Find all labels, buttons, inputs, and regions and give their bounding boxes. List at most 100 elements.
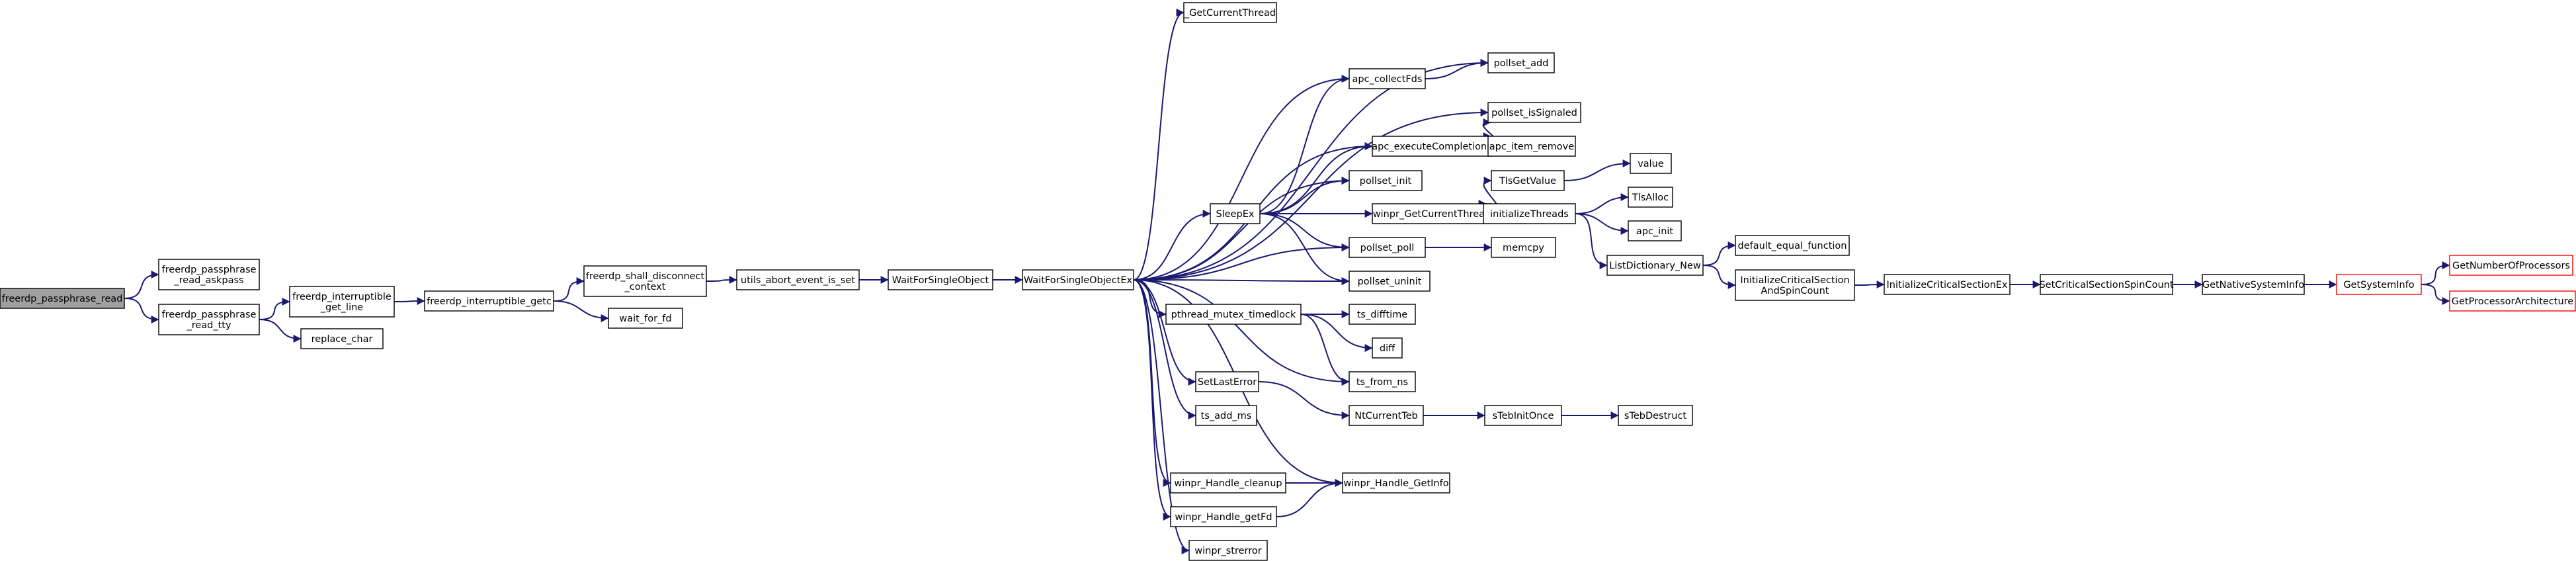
node-value[interactable]: value — [1630, 153, 1672, 174]
edge-wsoex-to-getcur — [1133, 9, 1184, 280]
node-box — [1188, 540, 1268, 561]
node-box — [1349, 405, 1424, 426]
node-box — [1195, 405, 1257, 426]
edge-group — [1133, 75, 1350, 280]
node-box — [1735, 235, 1850, 256]
edge-mutex-to-diff — [1300, 314, 1373, 352]
edge-wsoex-to-fromns — [1133, 279, 1350, 386]
edge-tty-to-replace — [259, 319, 302, 343]
node-replace-char[interactable]: replace_char — [300, 328, 384, 349]
node-box — [1022, 269, 1134, 290]
node-diff[interactable]: diff — [1372, 337, 1403, 359]
node-label: value — [1638, 159, 1664, 169]
edge-group — [1259, 213, 1350, 285]
node-winpr-handle-getfd[interactable]: winpr_Handle_getFd — [1170, 506, 1277, 527]
node-stebdestruct[interactable]: sTebDestruct — [1618, 405, 1693, 426]
node-setcriticalsectionspincount[interactable]: SetCriticalSectionSpinCount — [2039, 274, 2174, 295]
node-freerdp-shall-disconnect-context[interactable]: freerdp_shall_disconnect_context — [583, 265, 707, 297]
node-box — [1372, 203, 1492, 224]
edge-group — [2421, 284, 2450, 305]
node-freerdp-passphrase-read[interactable]: freerdp_passphrase_read — [0, 288, 125, 309]
node-label: SetLastError — [1198, 377, 1257, 388]
edge-tlsget-to-value — [1563, 159, 1631, 181]
node-sleepex[interactable]: SleepEx — [1210, 203, 1261, 224]
node-label: freerdp_passphrase_read — [2, 294, 123, 304]
node-apc-item-remove[interactable]: apc_item_remove — [1487, 136, 1576, 157]
edge-wsoex-to-pset-sig — [1133, 108, 1489, 280]
node-winpr-strerror[interactable]: winpr_strerror — [1188, 540, 1268, 561]
node-box — [1349, 371, 1416, 392]
node-stebinitonce[interactable]: sTebInitOnce — [1484, 405, 1562, 426]
node-waitforsingleobject[interactable]: WaitForSingleObject — [888, 269, 993, 290]
node-listdictionary-new[interactable]: ListDictionary_New — [1606, 255, 1704, 276]
node-apc-collectfds[interactable]: apc_collectFds — [1349, 68, 1426, 89]
node-initializethreads[interactable]: initializeThreads — [1483, 203, 1576, 224]
node-box — [1483, 203, 1576, 224]
node-initializecriticalsectionex[interactable]: InitializeCriticalSectionEx — [1884, 274, 2011, 295]
node-label: freerdp_shall_disconnect — [586, 271, 705, 282]
node-pollset-issignaled[interactable]: pollset_isSignaled — [1487, 102, 1581, 123]
edge-group — [1258, 381, 1350, 419]
edge-shall-to-abort — [706, 276, 737, 284]
node-box — [2202, 274, 2305, 295]
node-getnativesysteminfo[interactable]: GetNativeSystemInfo — [2202, 274, 2305, 295]
node-memcpy[interactable]: memcpy — [1491, 237, 1556, 258]
edge-getfd-to-getinfo — [1276, 479, 1343, 517]
node-freerdp-interruptible-getc[interactable]: freerdp_interruptible_getc — [424, 290, 554, 312]
edge-read-to-askpass — [124, 271, 159, 299]
node-pollset-uninit[interactable]: pollset_uninit — [1349, 271, 1431, 292]
node-default-equal-function[interactable]: default_equal_function — [1735, 235, 1850, 256]
node-setlasterror[interactable]: SetLastError — [1195, 371, 1259, 392]
node-pollset-add[interactable]: pollset_add — [1487, 52, 1555, 73]
node-apc-executecompletions[interactable]: apc_executeCompletions — [1372, 136, 1492, 157]
edge-group — [1133, 279, 1196, 419]
edge-getline-to-getc — [394, 297, 425, 306]
node-pthread-mutex-timedlock[interactable]: pthread_mutex_timedlock — [1165, 304, 1302, 325]
edge-group — [1300, 314, 1350, 386]
node-box — [300, 328, 384, 349]
node-wait-for-fd[interactable]: wait_for_fd — [608, 308, 683, 329]
node-box — [736, 269, 860, 290]
edge-group — [124, 298, 159, 324]
node-box — [608, 308, 683, 329]
node-pollset-init[interactable]: pollset_init — [1349, 170, 1423, 191]
node-getsysteminfo[interactable]: GetSystemInfo — [2336, 274, 2422, 295]
node-label: _GetCurrentThread — [1184, 8, 1276, 19]
edge-initthreads-to-listdict — [1575, 213, 1608, 269]
node-tlsgetvalue[interactable]: TlsGetValue — [1491, 170, 1565, 191]
node-tlsalloc[interactable]: TlsAlloc — [1628, 187, 1673, 208]
node-ntcurrentteb[interactable]: NtCurrentTeb — [1349, 405, 1424, 426]
node-ts-from-ns[interactable]: ts_from_ns — [1349, 371, 1416, 392]
edge-wsoex-to-strerror — [1133, 279, 1190, 554]
node-label: TlsAlloc — [1632, 193, 1669, 203]
edge-group — [1133, 279, 1171, 521]
edge-wsoex-to-collect — [1133, 75, 1350, 280]
node-label: wait_for_fd — [619, 314, 671, 324]
node-getnumberofprocessors[interactable]: GetNumberOfProcessors — [2449, 255, 2573, 276]
edge-group — [553, 300, 609, 322]
node-freerdp-passphrase-read-tty[interactable]: freerdp_passphrase_read_tty — [158, 304, 260, 335]
node-ts-add-ms[interactable]: ts_add_ms — [1195, 405, 1257, 426]
node-box — [1618, 405, 1693, 426]
node-label: InitializeCriticalSectionEx — [1886, 280, 2007, 290]
node-utils-abort-event-is-set[interactable]: utils_abort_event_is_set — [736, 269, 860, 290]
node-box — [1170, 506, 1277, 527]
node-getcurrentthread[interactable]: _GetCurrentThread — [1183, 2, 1277, 23]
node-winpr-handle-getinfo[interactable]: winpr_Handle_GetInfo — [1342, 472, 1450, 494]
edge-group — [1575, 213, 1608, 269]
node-apc-init[interactable]: apc_init — [1628, 220, 1682, 241]
edge-group — [1425, 59, 1489, 79]
node-freerdp-passphrase-read-askpass[interactable]: freerdp_passphrase_read_askpass — [158, 259, 260, 290]
node-label: _read_askpass — [173, 275, 243, 286]
node-freerdp-interruptible-get-line[interactable]: freerdp_interruptible_get_line — [289, 286, 395, 318]
node-getprocessorarchitecture[interactable]: GetProcessorArchitecture — [2449, 290, 2576, 312]
node-ts-difftime[interactable]: ts_difftime — [1349, 304, 1416, 325]
node-winpr-getcurrentthread[interactable]: winpr_GetCurrentThread — [1372, 203, 1492, 224]
node-waitforsingleobjectex[interactable]: WaitForSingleObjectEx — [1022, 269, 1134, 290]
node-box — [1342, 472, 1450, 494]
node-winpr-handle-cleanup[interactable]: winpr_Handle_cleanup — [1170, 472, 1286, 494]
node-pollset-poll[interactable]: pollset_poll — [1349, 237, 1426, 258]
node-label: freerdp_interruptible_getc — [427, 296, 552, 307]
